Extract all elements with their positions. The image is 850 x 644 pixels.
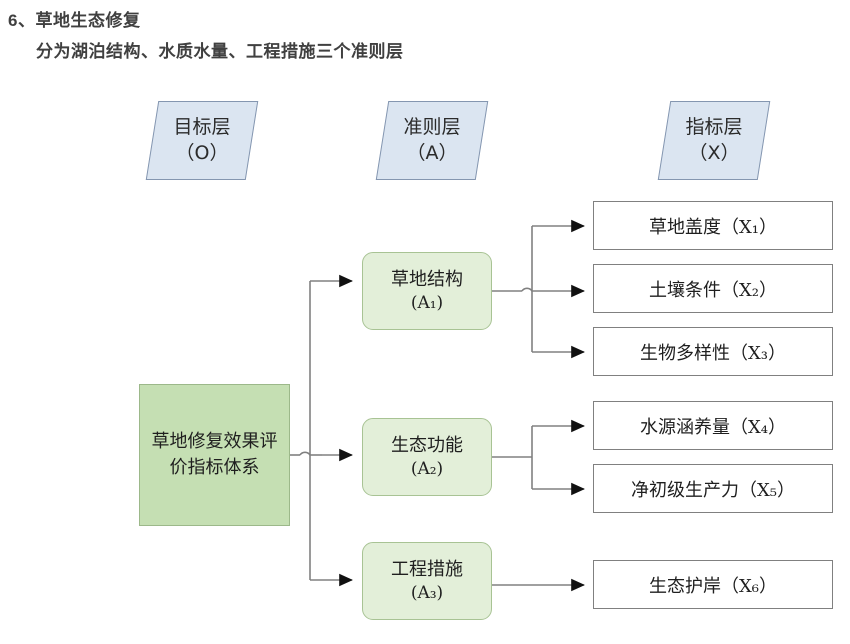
- criterion-box-a2: 生态功能 (A₂): [362, 418, 492, 496]
- layer-header-criterion: 准则层 （A）: [375, 101, 489, 180]
- layer-header-criterion-code: （A）: [406, 141, 458, 164]
- indicator-box-x2: 土壤条件（X₂）: [593, 264, 833, 313]
- criterion-a3-label: 工程措施: [391, 558, 463, 580]
- layer-header-objective-code: （O）: [175, 141, 229, 164]
- layer-header-objective: 目标层 （O）: [145, 101, 259, 180]
- indicator-x4-label: 水源涵养量（X₄）: [639, 416, 787, 438]
- layer-header-indicator-code: （X）: [688, 141, 740, 164]
- indicator-box-x4: 水源涵养量（X₄）: [593, 401, 833, 450]
- indicator-x1-label: 草地盖度（X₁）: [648, 216, 778, 238]
- criterion-box-a3: 工程措施 (A₃): [362, 542, 492, 620]
- goal-box: 草地修复效果评价指标体系: [139, 384, 290, 526]
- criterion-a2-label: 生态功能: [391, 434, 463, 456]
- criterion-a3-code: (A₃): [410, 582, 444, 603]
- indicator-x2-label: 土壤条件（X₂）: [648, 279, 778, 301]
- layer-header-indicator: 指标层 （X）: [657, 101, 771, 180]
- criterion-a2-code: (A₂): [410, 458, 444, 479]
- indicator-x6-label: 生态护岸（X₆）: [648, 575, 778, 597]
- layer-header-criterion-title: 准则层: [403, 115, 461, 138]
- goal-box-label: 草地修复效果评价指标体系: [151, 430, 278, 478]
- criterion-box-a1: 草地结构 (A₁): [362, 252, 492, 330]
- criterion-a1-code: (A₁): [410, 292, 444, 313]
- layer-header-objective-title: 目标层: [173, 115, 231, 138]
- indicator-box-x3: 生物多样性（X₃）: [593, 327, 833, 376]
- wire-goal-hop-arc: [299, 451, 311, 456]
- wire-a1-hop-arc: [521, 287, 533, 292]
- criterion-a1-label: 草地结构: [391, 268, 463, 290]
- indicator-box-x1: 草地盖度（X₁）: [593, 201, 833, 250]
- indicator-x3-label: 生物多样性（X₃）: [639, 342, 787, 364]
- layer-header-indicator-title: 指标层: [685, 115, 743, 138]
- indicator-box-x6: 生态护岸（X₆）: [593, 560, 833, 609]
- heading-line-1: 6、草地生态修复: [8, 11, 141, 30]
- indicator-box-x5: 净初级生产力（X₅）: [593, 464, 833, 513]
- indicator-x5-label: 净初级生产力（X₅）: [630, 479, 796, 501]
- heading-line-2: 分为湖泊结构、水质水量、工程措施三个准则层: [36, 42, 404, 61]
